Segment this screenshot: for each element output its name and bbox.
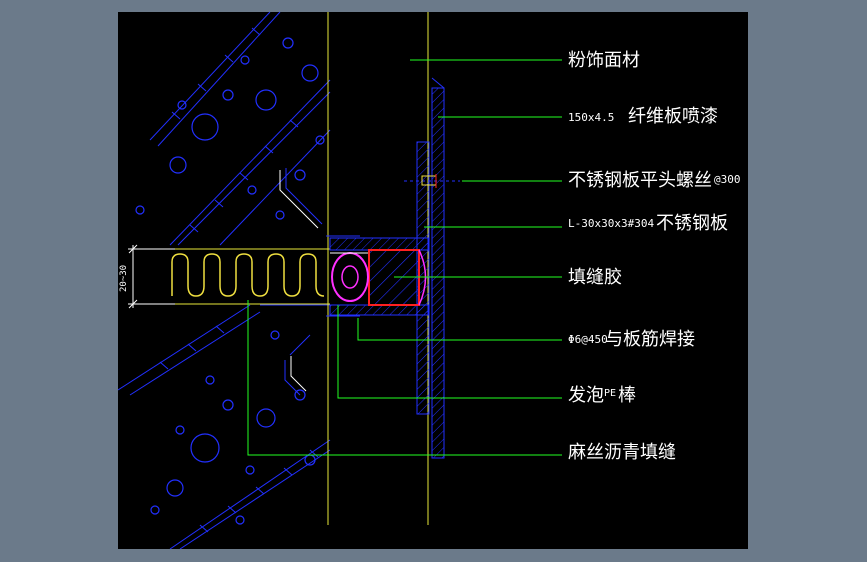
label-screw: 不锈钢板平头螺丝 xyxy=(568,170,712,191)
upper-concrete-slab xyxy=(135,12,331,246)
label-pe-rod-c: 棒 xyxy=(618,385,636,406)
finish-board xyxy=(431,77,445,459)
label-pe-rod-a: 发泡 xyxy=(568,385,604,406)
label-weld-spec: Φ6@450 xyxy=(568,333,608,346)
label-angle: 不锈钢板 xyxy=(656,213,728,234)
label-angle-spec: L-30x30x3#304 xyxy=(568,217,654,230)
label-finish: 粉饰面材 xyxy=(568,50,640,71)
label-board: 纤维板喷漆 xyxy=(628,106,718,127)
lower-concrete-slab xyxy=(118,304,331,549)
hemp-asphalt-filler xyxy=(171,253,325,297)
label-weld: 与板筋焊接 xyxy=(605,329,695,350)
label-sealant: 填缝胶 xyxy=(568,267,622,288)
label-board-size: 150x4.5 xyxy=(568,111,614,124)
screw-icon xyxy=(404,174,460,188)
dimension xyxy=(128,244,175,309)
label-screw-spacing: @300 xyxy=(714,173,741,186)
label-pe-rod-b: PE xyxy=(604,388,616,399)
joint-edges xyxy=(170,248,330,305)
pe-foam-rod xyxy=(330,252,369,302)
leader-lines xyxy=(247,59,562,456)
label-hemp: 麻丝沥青填缝 xyxy=(568,442,676,463)
dimension-text: 20~30 xyxy=(119,265,129,292)
